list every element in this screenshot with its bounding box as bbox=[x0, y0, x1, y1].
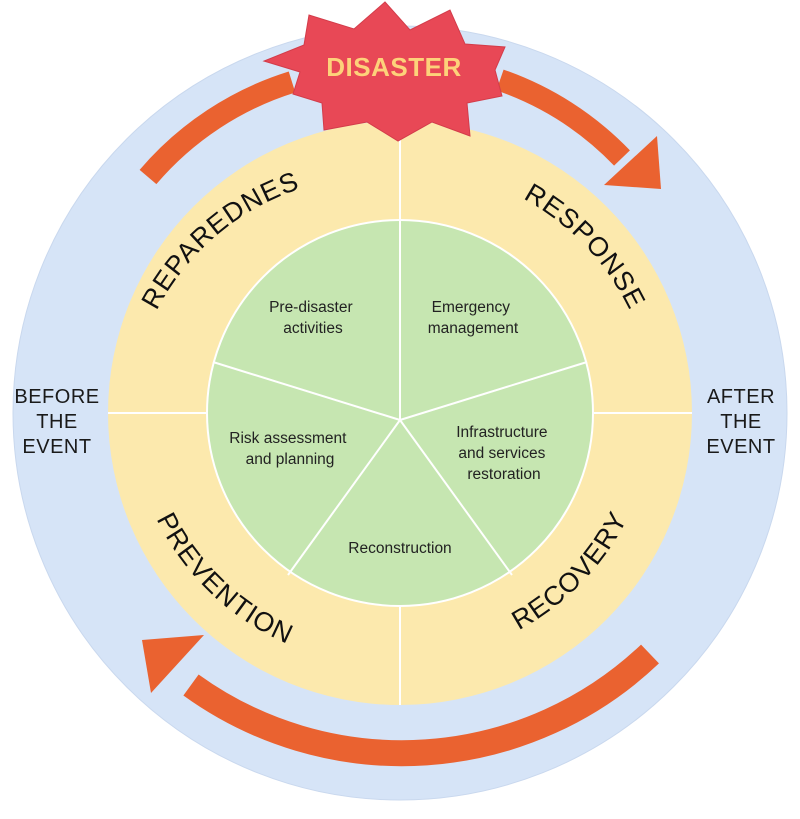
before-label-line: BEFORE bbox=[14, 386, 100, 408]
activity-pre-disaster: Pre-disaster activities bbox=[269, 299, 357, 337]
after-event-label: AFTER THE EVENT bbox=[686, 385, 796, 460]
after-label-line: EVENT bbox=[706, 436, 776, 458]
before-event-label: BEFORE THE EVENT bbox=[2, 385, 112, 460]
disaster-burst-icon bbox=[262, 1, 506, 142]
arrow-top-right bbox=[496, 69, 630, 166]
activity-reconstruction: Reconstruction bbox=[348, 540, 451, 557]
before-label-line: EVENT bbox=[22, 436, 92, 458]
after-label-line: AFTER bbox=[706, 386, 776, 408]
disaster-title: DISASTER bbox=[326, 52, 461, 82]
activity-divider bbox=[212, 361, 401, 421]
after-label-line: THE bbox=[720, 411, 762, 433]
activity-divider bbox=[399, 419, 513, 576]
arrowhead-top-right bbox=[604, 136, 661, 189]
arrowhead-bottom-left bbox=[142, 635, 204, 693]
activity-infrastructure: Infrastructure and services restoration bbox=[456, 424, 552, 483]
activity-divider bbox=[399, 361, 588, 421]
arrow-top-left bbox=[139, 71, 296, 185]
activity-emergency: Emergency management bbox=[428, 299, 519, 337]
before-label-line: THE bbox=[36, 411, 78, 433]
activity-divider bbox=[287, 419, 401, 576]
activity-risk: Risk assessment and planning bbox=[229, 430, 350, 468]
arrow-bottom bbox=[183, 644, 659, 767]
